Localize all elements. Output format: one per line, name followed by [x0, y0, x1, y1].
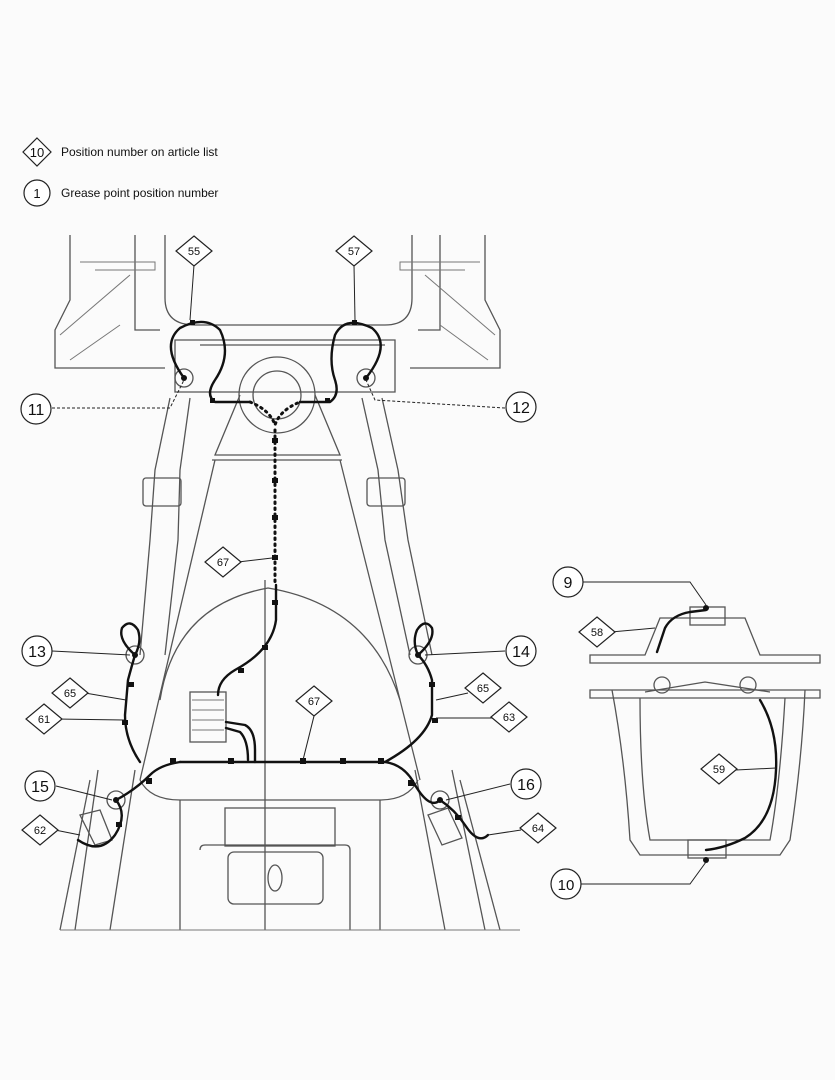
grease-marker-10: 10	[550, 868, 582, 900]
grease-marker-15: 15	[24, 770, 56, 802]
article-marker-64: 64	[519, 812, 557, 844]
grease-marker-14: 14	[505, 635, 537, 667]
svg-text:63: 63	[503, 712, 515, 724]
svg-text:67: 67	[217, 557, 229, 569]
svg-text:15: 15	[31, 779, 49, 796]
article-marker-67-lower: 67	[295, 685, 333, 717]
article-marker-65-left: 65	[51, 677, 89, 709]
svg-text:67: 67	[308, 696, 320, 708]
article-markers: 55 57 67 67 65 61 65 63	[21, 235, 738, 846]
svg-text:57: 57	[348, 246, 360, 258]
machine-outline	[54, 235, 520, 931]
article-marker-63: 63	[490, 701, 528, 733]
svg-text:65: 65	[64, 688, 76, 700]
article-marker-67-upper: 67	[204, 546, 242, 578]
article-marker-59: 59	[700, 753, 738, 785]
legend-article-text: Position number on article list	[61, 145, 218, 159]
svg-text:61: 61	[38, 714, 50, 726]
hose-routing	[76, 320, 490, 848]
legend-article-number: 10	[30, 145, 44, 160]
legend-article-symbol: 10	[22, 137, 52, 167]
legend-grease-number: 1	[33, 186, 40, 201]
svg-text:58: 58	[591, 627, 603, 639]
svg-text:65: 65	[477, 683, 489, 695]
article-marker-61: 61	[25, 703, 63, 735]
legend: 10 Position number on article list 1 Gre…	[22, 137, 218, 207]
svg-text:59: 59	[713, 764, 725, 776]
svg-text:64: 64	[532, 823, 544, 835]
hose-clips	[116, 320, 461, 827]
legend-grease-symbol: 1	[23, 179, 51, 207]
svg-text:9: 9	[564, 575, 573, 592]
detail-view	[589, 605, 821, 863]
grease-marker-12: 12	[505, 391, 537, 423]
grease-markers: 11 12 13 14 15 16 9 10	[20, 391, 584, 900]
svg-text:12: 12	[512, 400, 530, 417]
article-marker-57: 57	[335, 235, 373, 267]
svg-text:13: 13	[28, 644, 46, 661]
grease-marker-11: 11	[20, 393, 52, 425]
grease-marker-13: 13	[21, 635, 53, 667]
article-marker-58: 58	[578, 616, 616, 648]
article-marker-62: 62	[21, 814, 59, 846]
leader-lines	[51, 264, 777, 885]
article-marker-55: 55	[175, 235, 213, 267]
svg-text:10: 10	[558, 877, 575, 894]
svg-text:62: 62	[34, 825, 46, 837]
svg-text:55: 55	[188, 246, 200, 258]
svg-text:11: 11	[28, 402, 45, 419]
svg-text:14: 14	[512, 644, 530, 661]
grease-marker-16: 16	[510, 768, 542, 800]
svg-text:16: 16	[517, 777, 535, 794]
grease-marker-9: 9	[552, 566, 584, 598]
article-marker-65-right: 65	[464, 672, 502, 704]
legend-grease-text: Grease point position number	[61, 186, 218, 200]
